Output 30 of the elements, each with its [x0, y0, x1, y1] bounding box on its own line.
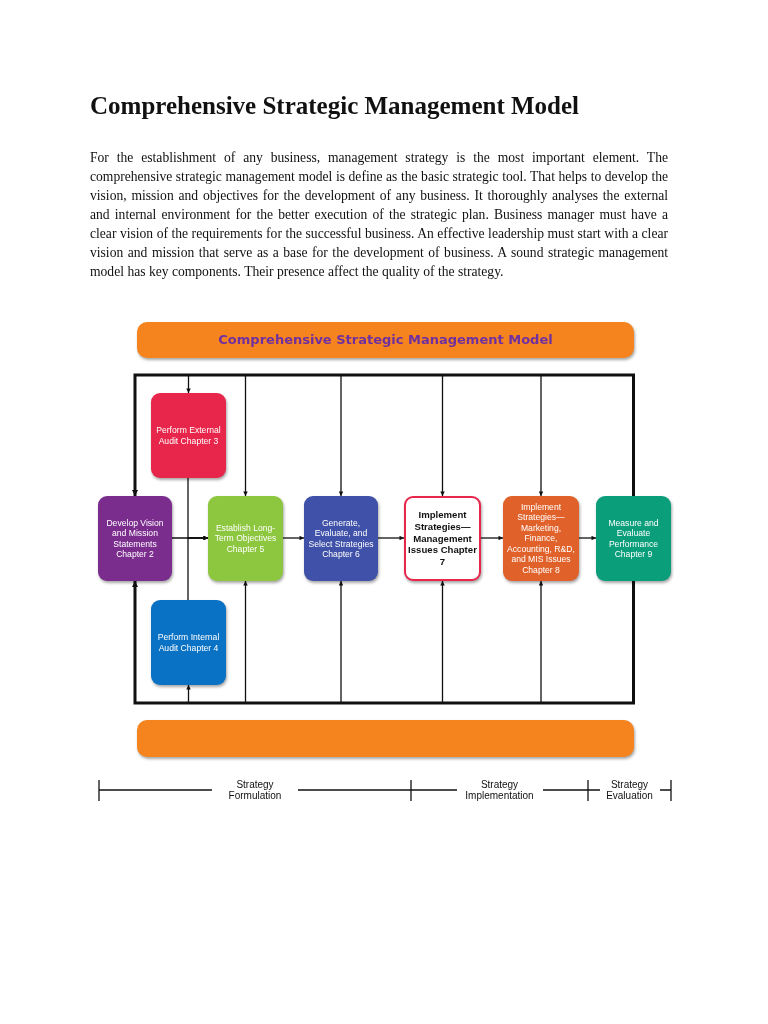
intro-paragraph: For the establishment of any business, management strategy is the most important element. The comprehensive strategic management model is define as the basic strategic tool. That helps to develop the vision, mission and objectives for the development of any business. It thoroughly analyses the external and internal environment for the better execution of the strategic plan. Business manager must have a clear vision of the requirements for the successful business. An effective leadership must start with a clear vision and mission that serve as a base for the development of business. A sound strategic management model has key components. Their presence affect the quality of the strategy. [90, 149, 668, 281]
arrow [578, 535, 597, 541]
box-label: Measure and Evaluate Performance Chapter 9 [607, 517, 660, 560]
title-banner [137, 322, 634, 358]
phase-label: Strategy Implementation [456, 779, 543, 801]
page-title: Comprehensive Strategic Management Model [90, 92, 580, 120]
process-box [596, 496, 671, 581]
process-box [98, 496, 172, 581]
phase-label: Strategy Formulation [212, 779, 298, 801]
box-label: Generate, Evaluate, and Select Strategies Chapter 6 [307, 517, 375, 560]
box-label: Implement Strategies—Management Issues Chapter 7 [407, 509, 478, 568]
arrow [538, 374, 635, 497]
arrow [538, 580, 635, 704]
process-box [208, 496, 283, 581]
phase-label: Strategy Evaluation [599, 779, 660, 801]
arrow [480, 535, 504, 541]
box-label: Develop Vision and Mission Statements Chapter 2 [105, 517, 165, 560]
box-label: Perform Internal Audit Chapter 4 [156, 632, 221, 653]
empty-banner [137, 720, 634, 757]
process-box [304, 496, 378, 581]
arrow [282, 535, 305, 541]
arrow [377, 535, 405, 541]
box-label: Establish Long-Term Objectives Chapter 5 [213, 522, 278, 555]
box-label: Perform External Audit Chapter 3 [155, 425, 222, 446]
box-label: Implement Strategies—Marketing, Finance, Accounting, R&D, and MIS Issues Chapter 8 [506, 501, 576, 576]
box-label: Comprehensive Strategic Management Model [217, 332, 554, 348]
process-box [151, 600, 226, 685]
process-box [151, 393, 226, 478]
arrow [187, 535, 209, 601]
process-box [404, 496, 481, 581]
